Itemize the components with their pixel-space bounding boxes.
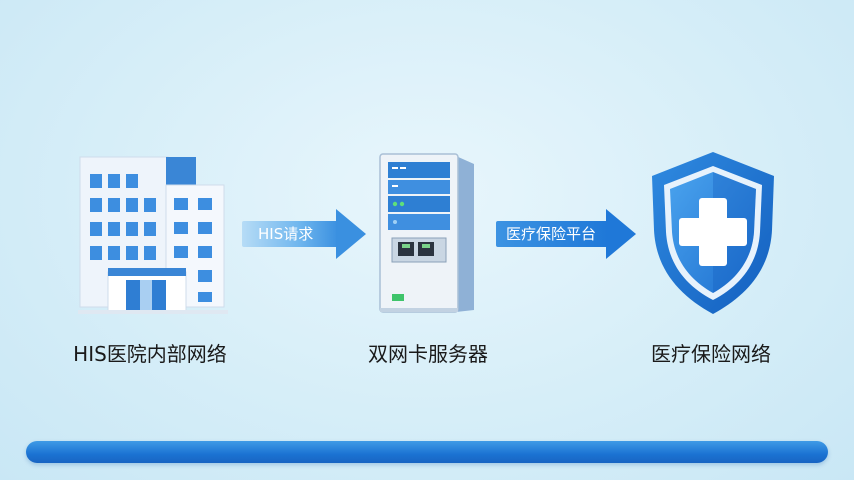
his-request-arrow: HIS请求 bbox=[242, 209, 366, 259]
hospital-label: HIS医院内部网络 bbox=[73, 342, 227, 366]
hospital-node bbox=[78, 152, 238, 317]
server-node bbox=[378, 150, 478, 315]
bottom-bar bbox=[26, 441, 828, 463]
his-request-label: HIS请求 bbox=[258, 225, 314, 243]
insurance-platform-arrow: 医疗保险平台 bbox=[496, 209, 636, 259]
hospital-building-icon bbox=[78, 156, 228, 314]
shield-cross-icon bbox=[652, 152, 774, 314]
insurance-label: 医疗保险网络 bbox=[651, 342, 771, 366]
server-label: 双网卡服务器 bbox=[368, 342, 488, 366]
insurance-node bbox=[648, 148, 778, 318]
server-icon bbox=[379, 153, 474, 313]
insurance-platform-label: 医疗保险平台 bbox=[506, 225, 597, 243]
